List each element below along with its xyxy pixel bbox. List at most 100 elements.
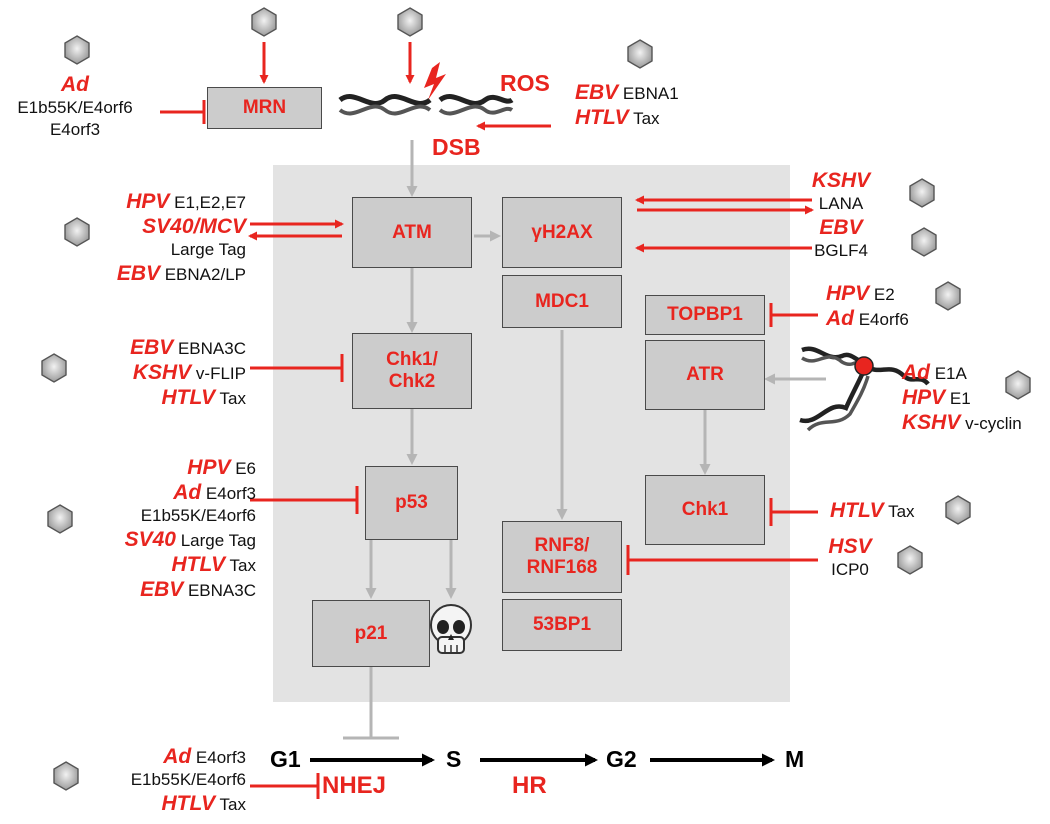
viral-factor-row: HTLV Tax: [60, 791, 246, 816]
virus-icon: [945, 495, 971, 525]
node-p21: p21: [312, 600, 430, 667]
viral-protein: EBNA3C: [183, 581, 256, 601]
viral-protein: v-cyclin: [960, 414, 1022, 434]
virus-name: HPV: [126, 190, 170, 213]
phase-g1: G1: [270, 746, 301, 772]
node-atr: ATR: [645, 340, 765, 410]
viral-protein: Tax: [215, 389, 246, 409]
viral-factor-row: HTLV Tax: [575, 105, 679, 130]
virus-name: HSV: [828, 535, 872, 558]
viral-factor-row: KSHV v-cyclin: [902, 410, 1022, 435]
label-ros: ROS: [500, 70, 550, 96]
viral-factor-row: EBV EBNA3C: [60, 577, 256, 602]
node-chk1-chk2: Chk1/ Chk2: [352, 333, 472, 409]
viral-protein: ICP0: [831, 560, 869, 580]
viral-factor-row: EBV: [800, 215, 882, 240]
node-mdc1: MDC1: [502, 275, 622, 328]
virus-name: EBV: [130, 336, 174, 359]
viral-factor-row: HPV E6: [60, 455, 256, 480]
viral-protein: E4orf3: [191, 748, 246, 767]
viral-factor-row: E1b55K/E4orf6: [60, 769, 246, 791]
virus-name: HTLV: [830, 499, 884, 522]
viral-protein: E6: [230, 459, 256, 478]
viral-factor-row: E4orf3: [0, 119, 150, 141]
viral-protein: E1: [945, 389, 971, 409]
viral-factor-row: LANA: [800, 193, 882, 215]
virus-name: HTLV: [161, 791, 216, 815]
virus-icon: [251, 7, 277, 37]
viral-protein: Large Tag: [170, 240, 246, 260]
node-h2ax: γH2AX: [502, 197, 622, 268]
virus-icon: [627, 39, 653, 69]
viral-factor-row: Large Tag: [60, 239, 246, 261]
virus-name: KSHV: [132, 361, 192, 385]
viral-factor-row: Ad: [0, 72, 150, 97]
virus-name: SV40: [124, 527, 176, 551]
phase-s: S: [446, 746, 462, 772]
virus-name: HPV: [187, 456, 231, 479]
viral-factor-row: HPV E1,E2,E7: [60, 189, 246, 214]
node-chk1-chk2-line1: Chk1/: [386, 349, 438, 371]
viral-protein: EBNA3C: [173, 339, 246, 358]
viral-factor-row: Ad E4orf3: [60, 480, 256, 505]
virus-name: EBV: [140, 578, 184, 602]
viral-factor-row: EBV EBNA2/LP: [60, 261, 246, 286]
viral-protein: Tax: [225, 556, 256, 576]
phase-m: M: [785, 746, 805, 772]
dna-icon: [799, 346, 930, 432]
virus-name: SV40/MCV: [142, 215, 246, 239]
phase-g2: G2: [606, 746, 637, 772]
label-hr: HR: [512, 772, 547, 799]
virus-icon: [935, 281, 961, 311]
node-rnf8-rnf168: RNF8/ RNF168: [502, 521, 622, 593]
viral-protein: Tax: [628, 109, 660, 129]
label-dsb: DSB: [432, 134, 481, 160]
viral-factor-row: BGLF4: [800, 240, 882, 262]
viral-factor-row: HTLV Tax: [60, 385, 246, 410]
virus-icon: [911, 227, 937, 257]
virus-name: Ad: [61, 73, 89, 96]
viral-factor-row: SV40 Large Tag: [60, 527, 256, 552]
node-atm: ATM: [352, 197, 472, 268]
viral-factor-row: KSHV: [800, 168, 882, 193]
node-topbp1: TOPBP1: [645, 295, 765, 335]
virus-name: KSHV: [902, 411, 961, 435]
node-53bp1: 53BP1: [502, 599, 622, 651]
viral-protein: E4orf3: [49, 119, 101, 139]
virus-icon: [897, 545, 923, 575]
node-p53: p53: [365, 466, 458, 540]
virus-name: HPV: [902, 386, 946, 410]
virus-name: HTLV: [161, 386, 216, 410]
viral-factor-row: Ad E1A: [902, 360, 1022, 385]
virus-icon: [909, 178, 935, 208]
virus-name: Ad: [826, 307, 854, 331]
virus-icon: [64, 217, 90, 247]
viral-protein: Tax: [215, 794, 246, 814]
viral-protein: BGLF4: [814, 240, 868, 260]
viral-factor-row: EBV EBNA3C: [60, 335, 246, 360]
virus-icon: [41, 353, 67, 383]
viral-factor-row: E1b55K/E4orf6: [60, 505, 256, 527]
viral-factor-row: HTLV Tax: [60, 552, 256, 577]
viral-protein: E1b55K/E4orf6: [17, 98, 133, 118]
viral-protein: EBNA2/LP: [160, 264, 246, 284]
viral-protein: E1,E2,E7: [169, 193, 246, 212]
viral-protein: E1b55K/E4orf6: [130, 770, 246, 790]
viral-protein: E2: [869, 285, 895, 304]
virus-name: HTLV: [575, 106, 629, 130]
virus-name: HTLV: [171, 553, 226, 577]
virus-icon: [1005, 370, 1031, 400]
virus-icon: [53, 761, 79, 791]
virus-name: Ad: [173, 481, 202, 505]
node-chk1-chk2-line2: Chk2: [388, 371, 436, 392]
node-rnf-line2: RNF168: [526, 557, 598, 578]
viral-protein: Large Tag: [175, 530, 256, 550]
viral-factor-row: HPV E1: [902, 385, 1022, 410]
node-mrn: MRN: [207, 87, 322, 129]
